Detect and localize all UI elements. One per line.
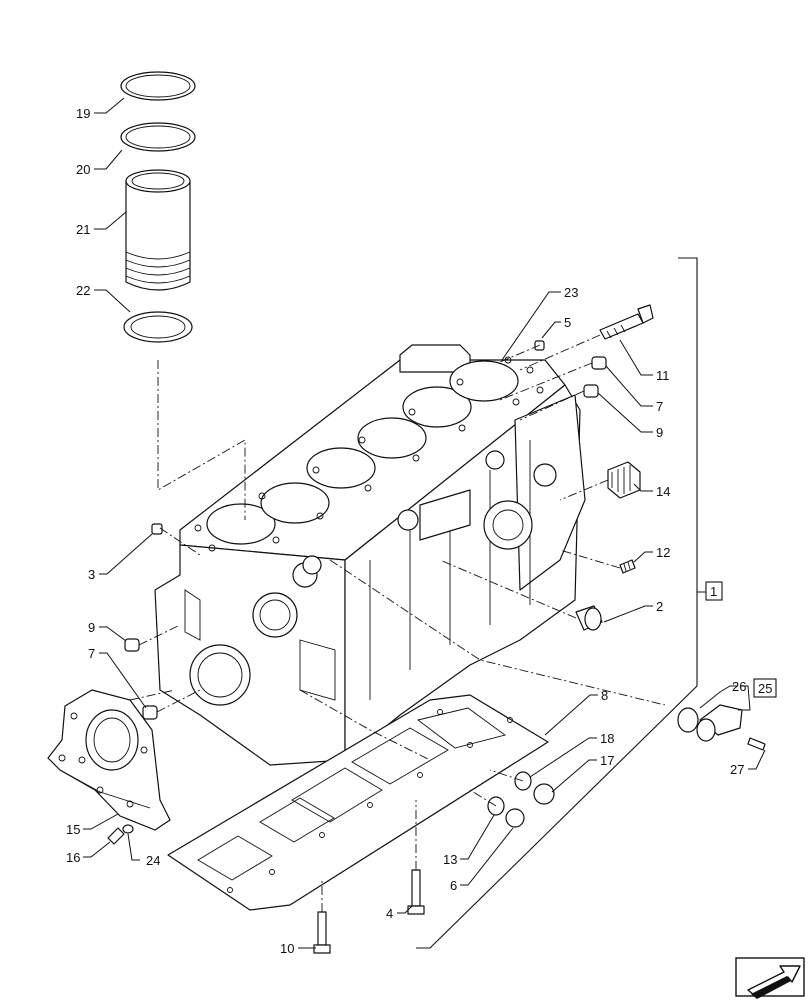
callout-9-upper: 9 <box>656 425 663 440</box>
callout-16: 16 <box>66 850 80 865</box>
callout-17: 17 <box>600 753 614 768</box>
callout-24: 24 <box>146 853 160 868</box>
plug-3 <box>151 523 163 535</box>
plug-6 <box>505 808 525 828</box>
callout-12: 12 <box>656 545 670 560</box>
plug-17 <box>533 783 555 805</box>
plug-7-upper <box>591 356 607 370</box>
callout-18: 18 <box>600 731 614 746</box>
assembly-lines <box>129 334 666 912</box>
callout-6: 6 <box>450 878 457 893</box>
callout-19: 19 <box>76 106 90 121</box>
callout-box-1 <box>705 581 723 601</box>
callout-14: 14 <box>656 484 670 499</box>
callout-27: 27 <box>730 762 744 777</box>
plug-7-lower <box>142 705 158 720</box>
callout-4: 4 <box>386 906 393 921</box>
callout-21: 21 <box>76 222 90 237</box>
callout-8: 8 <box>601 688 608 703</box>
callout-23: 23 <box>564 285 578 300</box>
screw-12 <box>619 559 636 574</box>
bolt-16 <box>107 827 125 845</box>
callout-3: 3 <box>88 567 95 582</box>
callout-22: 22 <box>76 283 90 298</box>
callout-26: 26 <box>732 679 746 694</box>
callout-20: 20 <box>76 162 90 177</box>
callout-9-lower: 9 <box>88 620 95 635</box>
gasket-8 <box>167 694 549 911</box>
sensor-14 <box>607 461 641 499</box>
engine-block-23 <box>154 344 586 766</box>
bolt-11 <box>599 304 654 340</box>
callout-box-25 <box>753 678 777 698</box>
o-ring-26 <box>677 707 699 733</box>
next-page-arrow-icon[interactable] <box>735 957 805 999</box>
leader-lines <box>83 97 766 949</box>
washer-24 <box>122 824 134 834</box>
assembly-bracket <box>416 257 698 949</box>
callout-5: 5 <box>564 315 571 330</box>
o-ring-19 <box>120 71 196 101</box>
fitting-26 <box>696 704 743 742</box>
callout-10: 10 <box>280 941 294 956</box>
callout-7-lower: 7 <box>88 646 95 661</box>
plug-9-lower <box>124 638 140 652</box>
callout-11: 11 <box>656 368 670 383</box>
callout-7-upper: 7 <box>656 399 663 414</box>
cylinder-liner-21 <box>125 169 191 291</box>
plug-9-upper <box>583 384 599 398</box>
cap-2 <box>575 605 603 631</box>
callout-13: 13 <box>443 852 457 867</box>
seal-ring-22 <box>123 311 193 343</box>
seal-carrier-15 <box>47 689 171 831</box>
callout-25: 25 <box>758 681 772 696</box>
bolt-4 <box>407 869 425 915</box>
callout-15: 15 <box>66 822 80 837</box>
callout-2: 2 <box>656 599 663 614</box>
o-ring-20 <box>120 122 196 152</box>
callout-1: 1 <box>710 584 717 599</box>
screw-27 <box>747 737 766 751</box>
bolt-10 <box>313 911 331 954</box>
